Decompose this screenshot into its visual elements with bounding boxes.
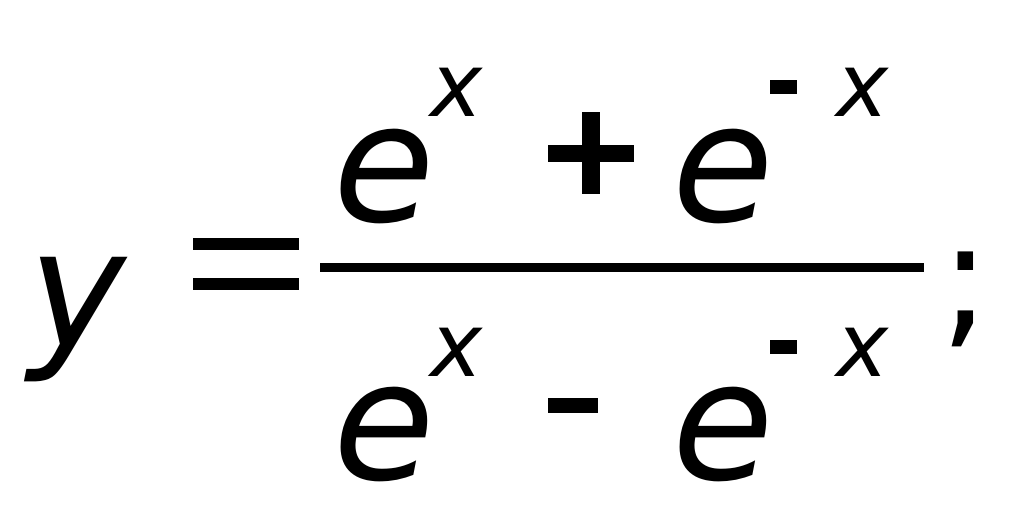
lhs-variable: y (28, 194, 126, 386)
numerator-term2-exponent-minus (770, 80, 797, 94)
denominator-term1-exponent: x (430, 294, 483, 397)
numerator-term2-exponent: x (836, 34, 889, 137)
denominator-term1-base: e (333, 326, 435, 518)
denominator-term2-base: e (672, 326, 774, 518)
denominator-term2-exponent: x (836, 294, 889, 397)
equals-sign-bottom-bar (193, 278, 299, 290)
formula: y e x e x e x e x ; (28, 34, 991, 505)
numerator-plus-vertical (582, 112, 600, 194)
numerator-term1-exponent: x (430, 34, 483, 137)
denominator-minus-sign (548, 398, 598, 413)
numerator-term1-base: e (333, 68, 435, 260)
numerator-term2-base: e (672, 68, 774, 260)
denominator-term2-exponent-minus (770, 340, 797, 354)
semicolon: ; (940, 191, 991, 365)
fraction-bar (320, 263, 924, 272)
equals-sign-top-bar (193, 238, 299, 250)
